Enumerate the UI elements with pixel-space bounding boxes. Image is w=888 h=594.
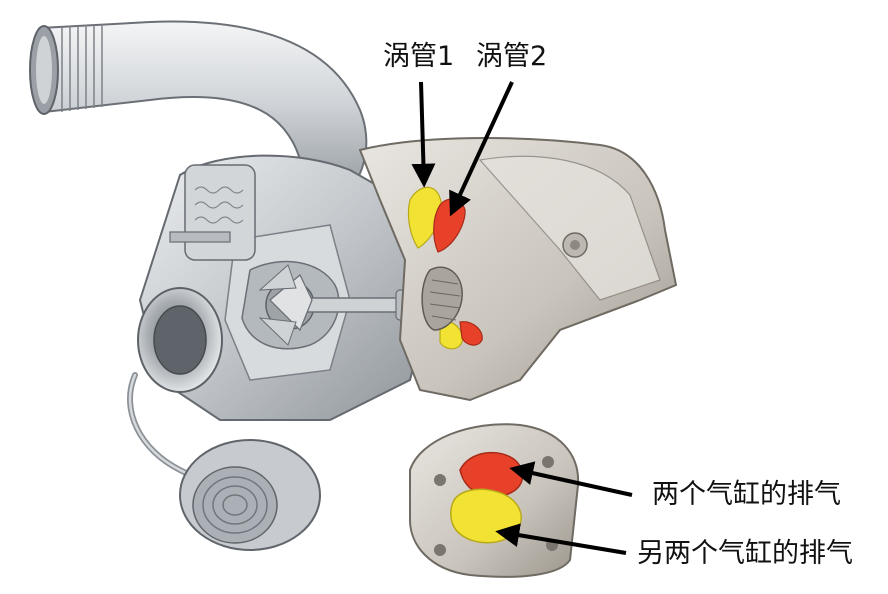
- arrow-exhaust-a: [509, 461, 633, 497]
- compressor-wheel: [258, 264, 313, 346]
- turbine-wheel: [421, 266, 463, 331]
- lower-actuator: [179, 439, 321, 551]
- turbine-housing: [358, 137, 678, 402]
- label-exhaust-other-two-cylinders: 另两个气缸的排气: [637, 538, 853, 569]
- oil-line: [127, 372, 243, 503]
- label-exhaust-two-cylinders: 两个气缸的排气: [652, 479, 841, 510]
- label-scroll-2: 涡管2: [476, 41, 548, 72]
- arrow-exhaust-b: [495, 523, 627, 555]
- label-scroll-1: 涡管1: [383, 41, 455, 72]
- wastegate-actuator: [169, 164, 256, 261]
- arrow-scroll-1: [411, 81, 436, 188]
- arrow-scroll-2: [449, 81, 514, 217]
- compressor-inlet: [137, 287, 223, 393]
